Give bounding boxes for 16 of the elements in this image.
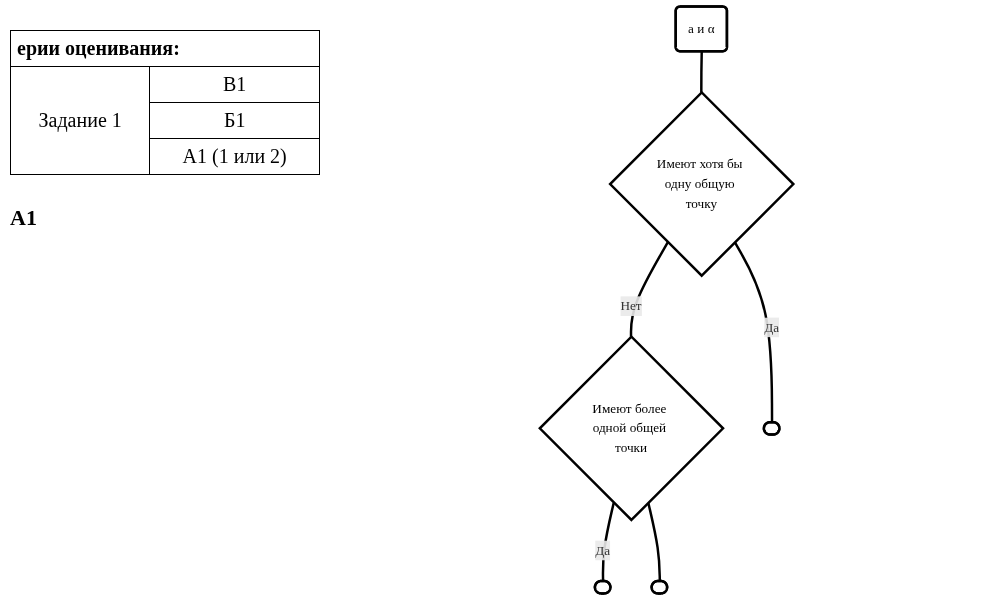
connector [602, 502, 616, 582]
note-text: А1 [10, 205, 38, 231]
connector [734, 241, 774, 423]
table-text: В1 [223, 73, 247, 95]
edge-label: Нет [620, 298, 643, 313]
node-diamond: Имеют более одной общей точки [538, 334, 726, 522]
table-text: Б1 [223, 109, 246, 131]
node-diamond: Имеют хотя бы одну общую точку [608, 90, 796, 278]
edge-label: Да [595, 543, 611, 558]
connector [630, 241, 670, 337]
table-text: Задание 1 [38, 109, 122, 131]
table-text: А1 (1 или 2) [182, 145, 287, 167]
connector [700, 51, 704, 93]
table-heading: ерии оценивания: [17, 37, 180, 59]
connector [647, 502, 662, 582]
edge-label: Да [764, 320, 780, 335]
